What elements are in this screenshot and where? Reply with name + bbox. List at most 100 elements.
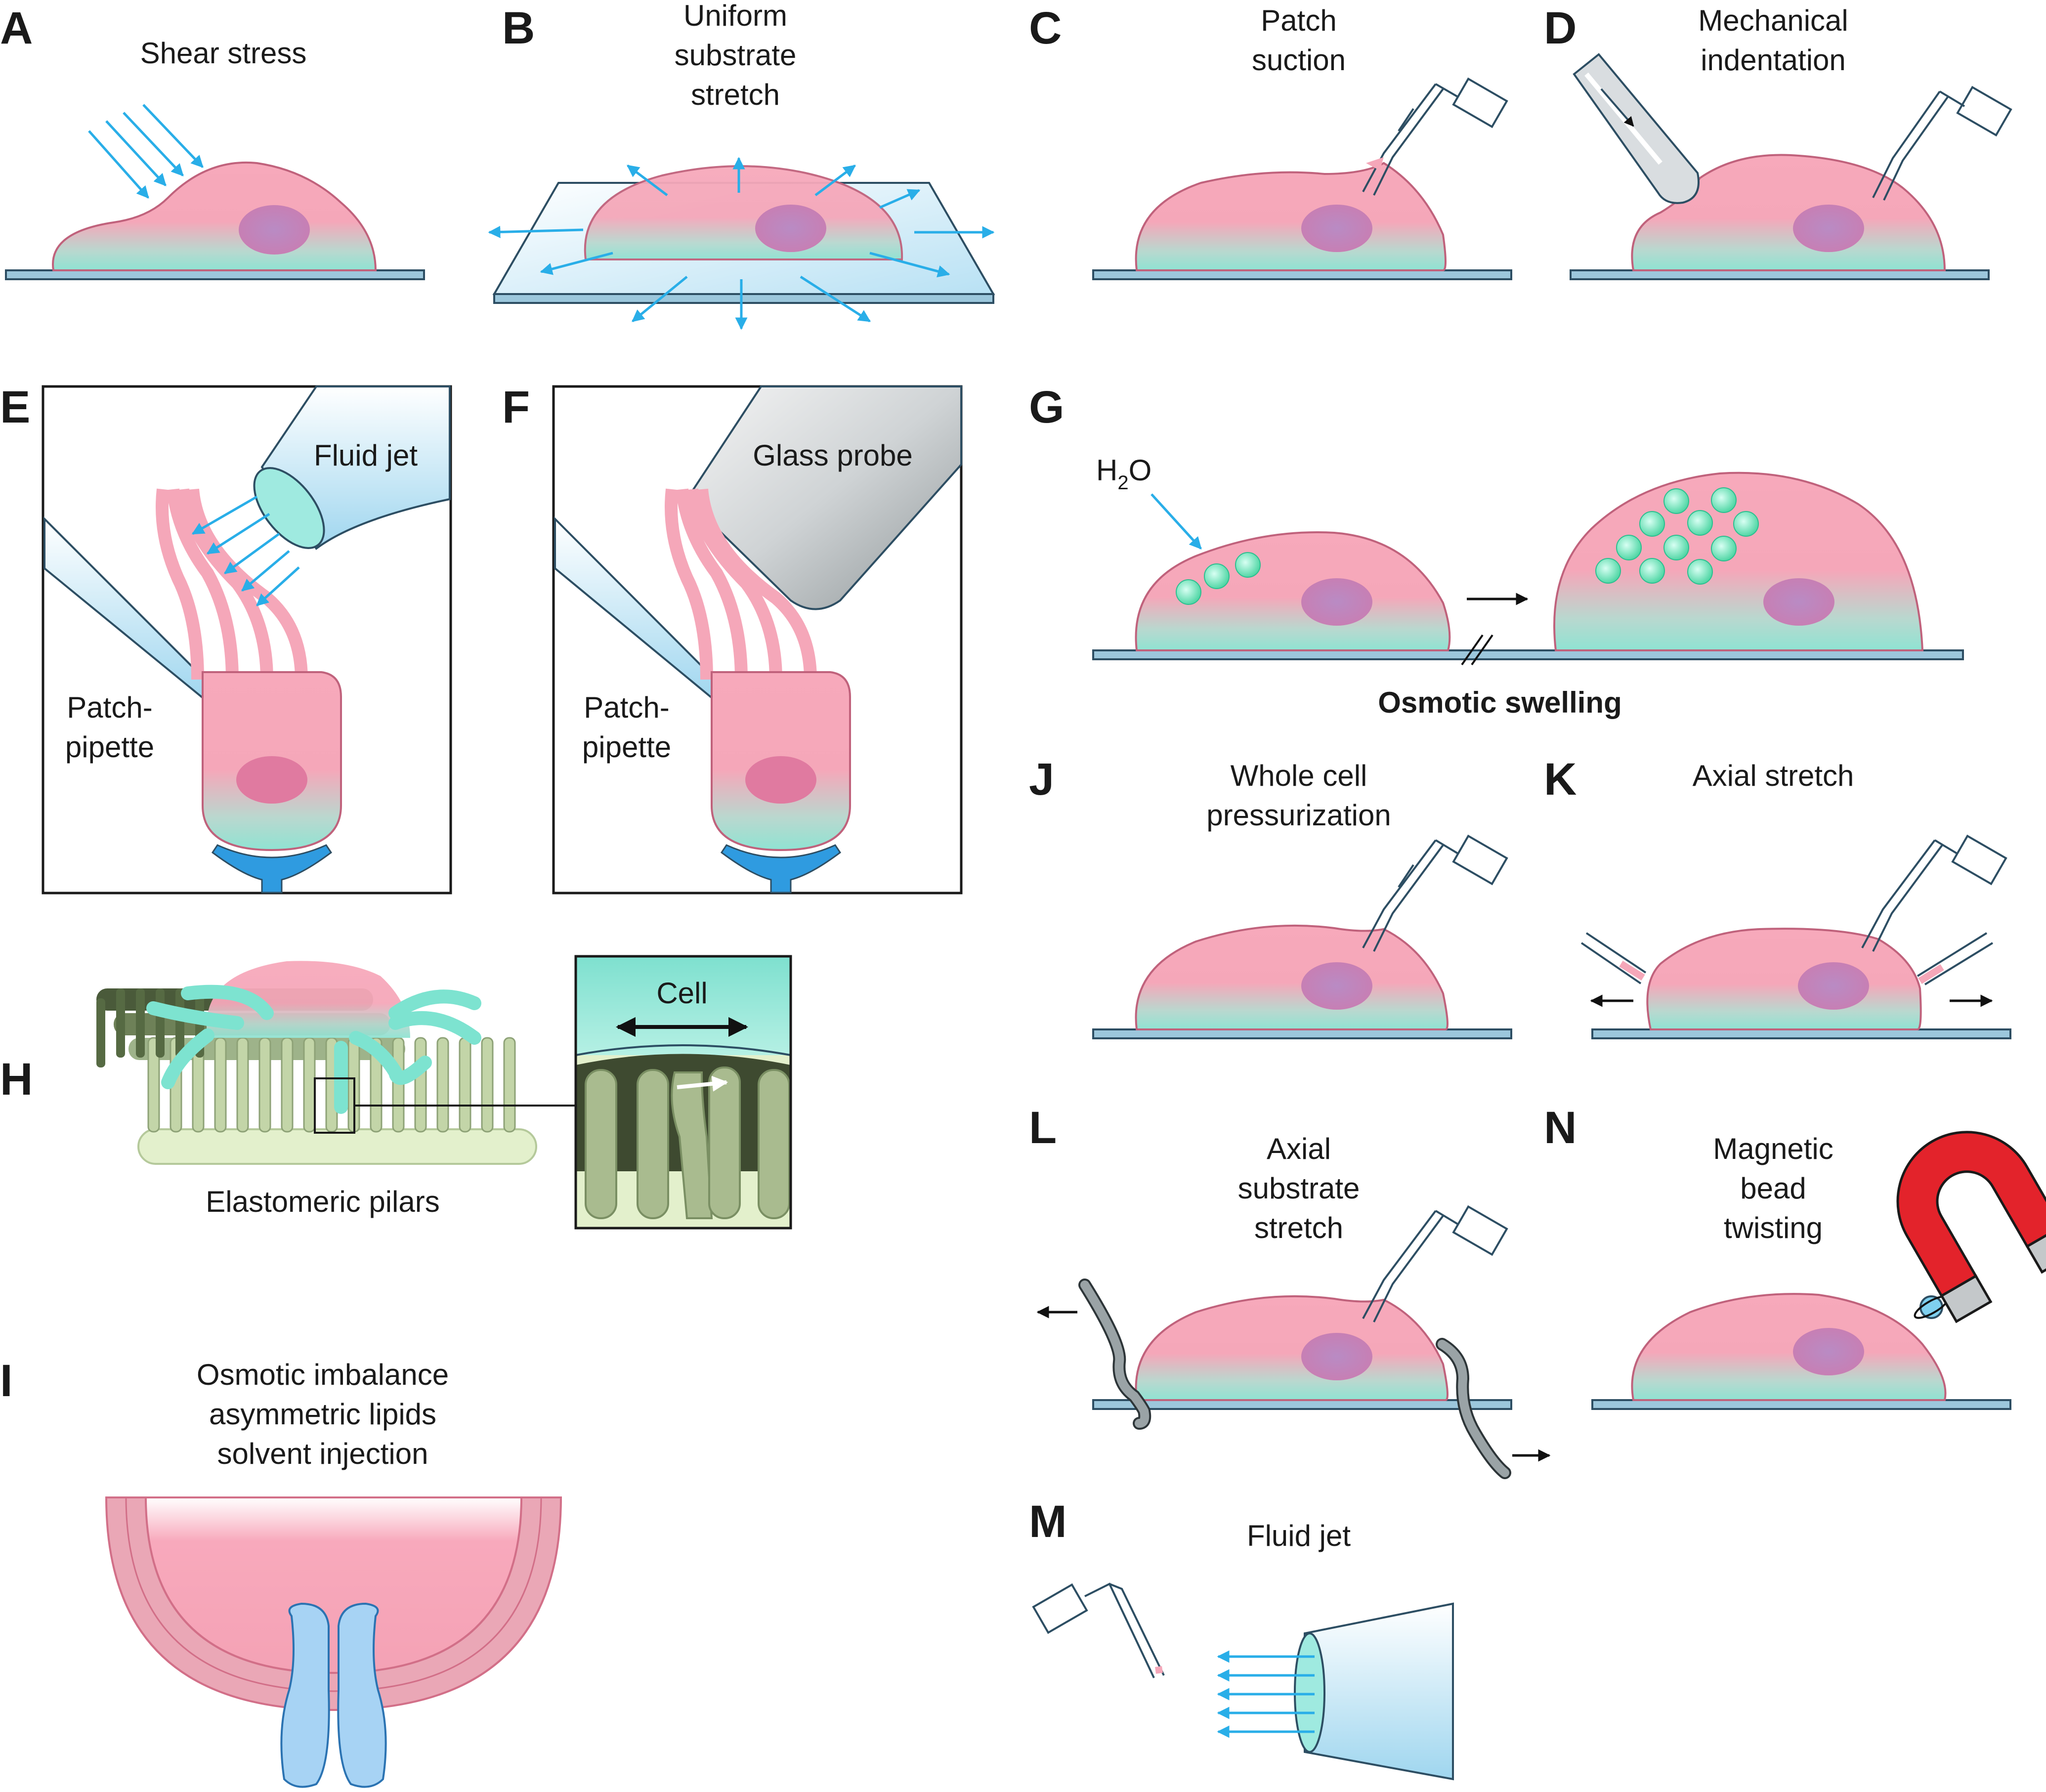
panel-label-l: L	[1029, 1103, 1057, 1153]
nucleus	[1798, 962, 1869, 1010]
panel-c-title-1: Patch	[1261, 4, 1336, 37]
panel-i-title-2: asymmetric lipids	[209, 1398, 436, 1431]
cell-before	[1135, 531, 1451, 651]
substrate	[1570, 269, 1990, 280]
cell	[52, 161, 377, 271]
panel-h: H	[0, 955, 792, 1230]
panel-n-title-1: Magnetic	[1713, 1132, 1833, 1165]
panel-label-a: A	[0, 3, 33, 53]
patch-pipette-left	[1580, 932, 1647, 984]
stretch-hook-right-fill	[1438, 1340, 1509, 1477]
stretch-hook-left-fill	[1080, 1280, 1150, 1428]
patch-pipette-label-1: Patch-	[67, 691, 152, 724]
jet-arrows	[191, 495, 300, 606]
panel-a: A Shear stress	[0, 3, 425, 280]
indentation-probe	[1573, 53, 1700, 204]
nucleus	[1763, 578, 1834, 626]
jet-nozzle	[253, 467, 325, 549]
panel-label-j: J	[1029, 754, 1054, 805]
panel-n-title-3: twisting	[1724, 1211, 1823, 1244]
vesicles-after	[1595, 487, 1759, 585]
patch-pipette	[1362, 1205, 1508, 1323]
panel-m: M Fluid jet	[1029, 1496, 1454, 1781]
h2o-label: H2O	[1096, 454, 1151, 494]
panel-b: B Uniform substrate stretch	[488, 0, 995, 330]
cell	[584, 165, 903, 260]
panel-label-b: B	[502, 3, 535, 53]
magnetic-bead	[1914, 1295, 1949, 1319]
radial-arrows	[488, 157, 995, 330]
cell	[1135, 162, 1447, 271]
panel-n: N Magnetic bead twisting	[1544, 1103, 2046, 1410]
patch-pipette-top	[1861, 834, 2007, 952]
panel-i-title-1: Osmotic imbalance	[197, 1358, 449, 1391]
panel-c-title-2: suction	[1252, 43, 1346, 77]
ion-channel	[280, 1602, 387, 1788]
nucleus	[1301, 578, 1372, 626]
nucleus	[1301, 962, 1372, 1010]
substrate	[1092, 269, 1512, 280]
jet-nozzle	[1294, 1632, 1325, 1753]
fluid-jet-tube	[1304, 1602, 1454, 1781]
substrate	[1092, 1399, 1512, 1410]
panel-label-c: C	[1029, 3, 1062, 53]
zoom-inset: Cell	[574, 955, 792, 1230]
substrate	[5, 269, 425, 280]
nucleus	[239, 205, 310, 255]
cell	[1646, 928, 1922, 1030]
jet-arrows	[1217, 1650, 1315, 1738]
cell-label: Cell	[656, 977, 707, 1010]
panel-k-title: Axial stretch	[1693, 759, 1854, 792]
panel-k: K Axial stretch	[1544, 754, 2011, 1039]
panel-label-n: N	[1544, 1103, 1577, 1153]
panel-j: J Whole cell pressurization	[1029, 754, 1512, 1039]
patch-pipette-label-1: Patch-	[584, 691, 669, 724]
panel-c: C Patch suction	[1029, 3, 1512, 280]
panel-d-title-1: Mechanical	[1698, 4, 1848, 37]
panel-label-f: F	[502, 382, 530, 432]
panel-i: I Osmotic imbalance asymmetric lipids so…	[0, 1356, 562, 1788]
vesicles-before	[1176, 552, 1261, 605]
nucleus	[1301, 205, 1372, 252]
panel-m-title: Fluid jet	[1247, 1519, 1351, 1552]
nucleus	[1301, 1333, 1372, 1380]
stereocilia	[665, 488, 817, 680]
cell	[1631, 154, 1946, 271]
patch-pipette	[1362, 77, 1508, 196]
suction-membrane	[1366, 157, 1384, 171]
nucleus	[755, 205, 826, 252]
panel-d: D Mechanical indentation	[1544, 3, 2012, 280]
synapse-terminal	[211, 844, 333, 894]
patch-pipette	[1032, 1582, 1165, 1678]
panel-label-k: K	[1544, 754, 1577, 805]
break-mark	[1461, 634, 1493, 666]
elastomeric-pillars-label: Elastomeric pilars	[206, 1185, 439, 1218]
substrate	[1092, 649, 1964, 660]
panel-f: F Glass probe Patch- pipette	[502, 382, 963, 895]
cell	[1135, 1295, 1449, 1401]
patch-pipette	[1872, 85, 2012, 201]
osmotic-swelling-label: Osmotic swelling	[1378, 686, 1621, 719]
substrate	[1591, 1028, 2011, 1039]
panel-label-h: H	[0, 1054, 33, 1105]
panel-label-g: G	[1029, 382, 1065, 432]
panel-b-title-1: Uniform	[683, 0, 787, 32]
plate-edge	[493, 293, 994, 304]
panel-n-title-2: bead	[1740, 1172, 1806, 1205]
nucleus	[236, 756, 307, 804]
panel-l: L Axial substrate stretch	[1029, 1103, 1551, 1479]
panel-l-title-1: Axial	[1267, 1132, 1331, 1165]
panel-b-title-2: substrate	[675, 39, 797, 72]
patch-pipette-label-2: pipette	[582, 730, 671, 764]
panel-label-i: I	[0, 1356, 13, 1406]
glass-probe-label: Glass probe	[753, 439, 913, 472]
substrate	[1591, 1399, 2011, 1410]
substrate	[1092, 1028, 1512, 1039]
fluid-jet-label: Fluid jet	[314, 439, 418, 472]
panel-label-e: E	[0, 382, 30, 432]
panel-g: G H2O Osmotic swelling	[1029, 382, 1964, 719]
nucleus	[1793, 1328, 1864, 1375]
patch-pipette-label-2: pipette	[65, 730, 154, 764]
panel-l-title-3: stretch	[1254, 1211, 1343, 1244]
